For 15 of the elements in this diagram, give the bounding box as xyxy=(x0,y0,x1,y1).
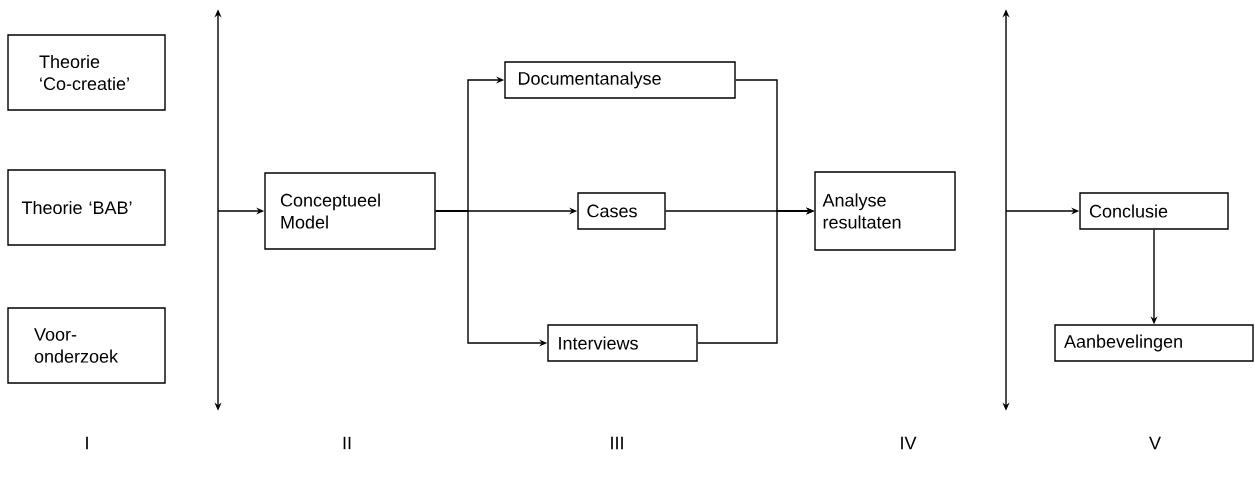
process-box: Conclusie xyxy=(1079,192,1229,230)
process-box: Conceptueel Model xyxy=(264,172,436,250)
process-box: Theorie ‘Co-creatie’ xyxy=(7,34,166,111)
phase-numeral: V xyxy=(1149,436,1161,450)
process-box: Voor-onderzoek xyxy=(7,307,166,384)
process-box: Theorie ‘BAB’ xyxy=(7,169,166,246)
process-box: Analyse resultaten xyxy=(814,171,956,251)
phase-numeral: II xyxy=(343,436,351,450)
process-box: Interviews xyxy=(547,324,698,362)
phase-numeral: I xyxy=(86,436,88,450)
process-box: Aanbevelingen xyxy=(1054,324,1254,362)
phase-numeral: IV xyxy=(901,436,917,450)
process-box: Documentanalyse xyxy=(504,61,736,99)
process-box: Cases xyxy=(577,192,666,230)
phase-numeral: III xyxy=(611,436,623,450)
